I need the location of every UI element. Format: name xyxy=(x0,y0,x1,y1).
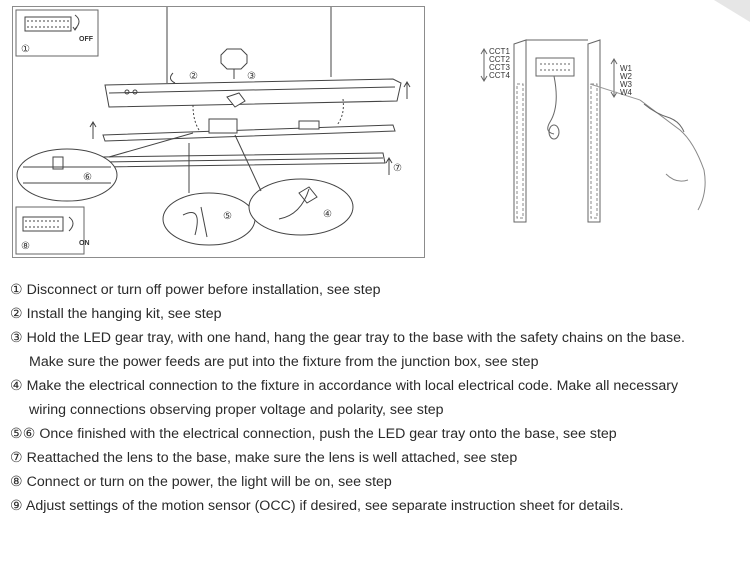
off-label: OFF xyxy=(79,36,94,43)
step-3-text: ③ Hold the LED gear tray, with one hand,… xyxy=(10,330,685,346)
diagram-step-5-num: ⑤ xyxy=(223,211,232,222)
installation-steps: ① Disconnect or turn off power before in… xyxy=(10,278,740,518)
cct-labels: CCT1 CCT2 CCT3 CCT4 xyxy=(489,47,510,80)
diagram-labels: OFF ON ① ② ③ ④ ⑤ ⑥ ⑦ ⑧ xyxy=(21,36,402,252)
w1-label: W1 xyxy=(620,64,633,73)
sensor-settings-illustration: CCT1 CCT2 CCT3 CCT4 W1 W2 W3 W4 xyxy=(470,24,720,224)
cct1-label: CCT1 xyxy=(489,47,510,56)
diagram-step-7-num: ⑦ xyxy=(393,163,402,174)
switch-off-illustration xyxy=(15,9,99,57)
w2-label: W2 xyxy=(620,72,633,81)
step-8-text: ⑧ Connect or turn on the power, the ligh… xyxy=(10,474,392,490)
diagram-step-8-num: ⑧ xyxy=(21,241,30,252)
step-2: ② Install the hanging kit, see step xyxy=(10,302,740,326)
w-labels: W1 W2 W3 W4 xyxy=(620,64,633,97)
step-3-text-cont: Make sure the power feeds are put into t… xyxy=(29,354,539,370)
w4-label: W4 xyxy=(620,88,633,97)
step-4-text-cont: wiring connections observing proper volt… xyxy=(29,402,444,418)
diagram-step-2-num: ② xyxy=(189,71,198,82)
page-corner-fold xyxy=(714,0,750,22)
diagram-step-6-num: ⑥ xyxy=(83,172,92,183)
step-1: ① Disconnect or turn off power before in… xyxy=(10,278,740,302)
cct4-label: CCT4 xyxy=(489,71,510,80)
step-3: ③ Hold the LED gear tray, with one hand,… xyxy=(10,326,740,374)
step-4-text: ④ Make the electrical connection to the … xyxy=(10,378,679,394)
step-7: ⑦ Reattached the lens to the base, make … xyxy=(10,446,740,470)
cct2-label: CCT2 xyxy=(489,55,510,64)
diagram-step-4-num: ④ xyxy=(323,209,332,220)
step-9: ⑨ Adjust settings of the motion sensor (… xyxy=(10,494,740,518)
sensor-settings-svg: CCT1 CCT2 CCT3 CCT4 W1 W2 W3 W4 xyxy=(480,39,706,223)
step-5-6-text: ⑤⑥ Once finished with the electrical con… xyxy=(10,426,617,442)
step-8: ⑧ Connect or turn on the power, the ligh… xyxy=(10,470,740,494)
diagram-step-1-num: ① xyxy=(21,44,30,55)
diagram-step-3-num: ③ xyxy=(247,71,256,82)
step-2-text: ② Install the hanging kit, see step xyxy=(10,306,222,322)
step-5-6: ⑤⑥ Once finished with the electrical con… xyxy=(10,422,740,446)
step-7-text: ⑦ Reattached the lens to the base, make … xyxy=(10,450,518,466)
w3-label: W3 xyxy=(620,80,633,89)
step-9-text: ⑨ Adjust settings of the motion sensor (… xyxy=(10,498,624,514)
step-4: ④ Make the electrical connection to the … xyxy=(10,374,740,422)
step-1-text: ① Disconnect or turn off power before in… xyxy=(10,282,381,298)
on-label: ON xyxy=(79,240,90,247)
installation-diagram-svg: OFF ON ① ② ③ ④ ⑤ ⑥ ⑦ ⑧ xyxy=(15,7,411,255)
switch-on-illustration xyxy=(15,206,85,255)
installation-diagram: OFF ON ① ② ③ ④ ⑤ ⑥ ⑦ ⑧ xyxy=(12,6,425,258)
cct3-label: CCT3 xyxy=(489,63,510,72)
